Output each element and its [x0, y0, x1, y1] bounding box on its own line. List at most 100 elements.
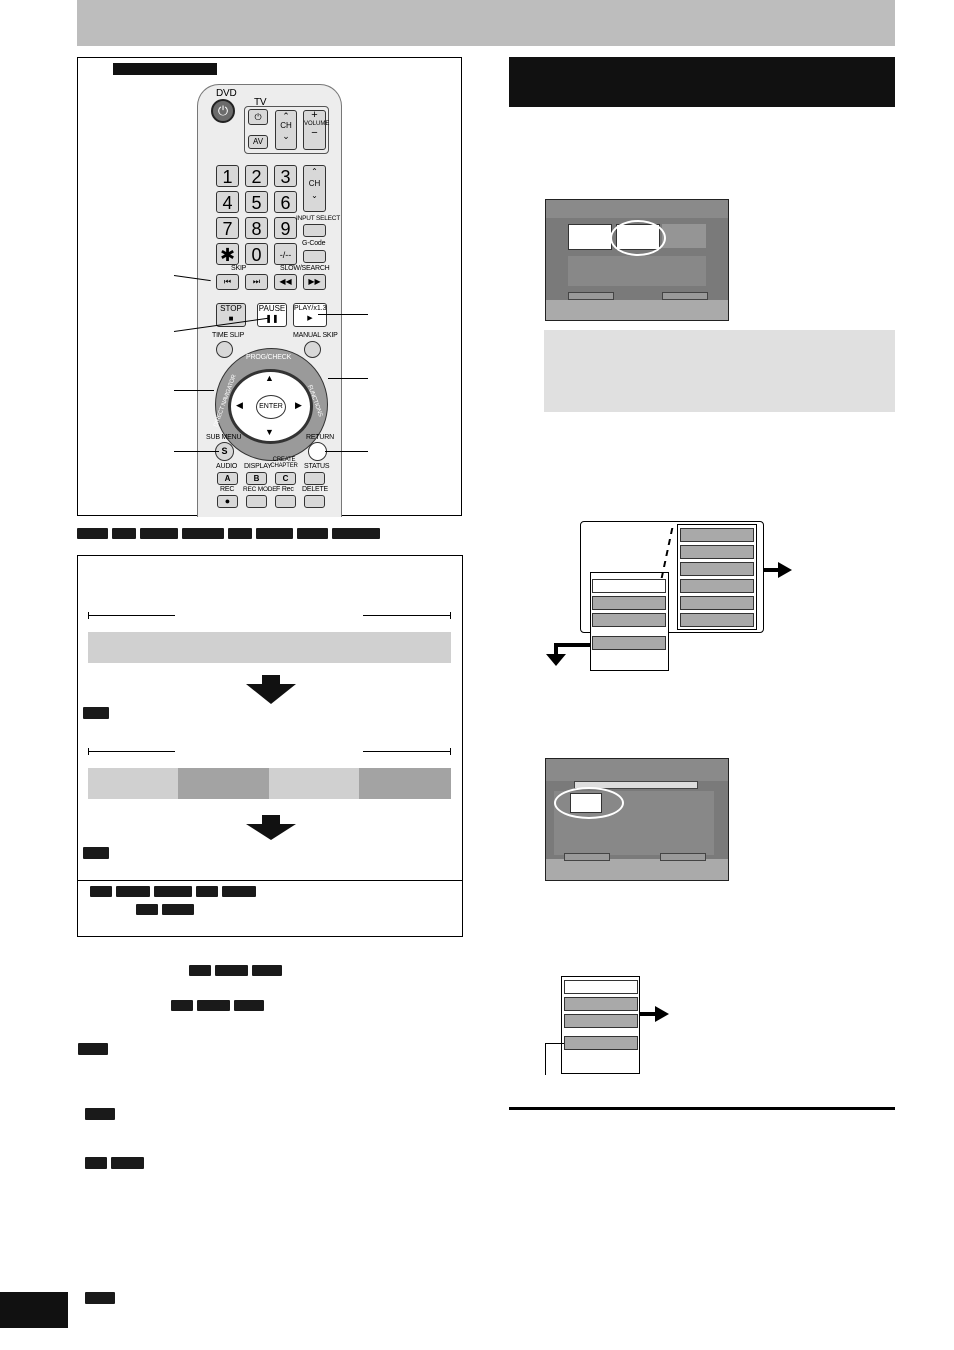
- disc-tag: [228, 528, 252, 539]
- screen-title-strip: [546, 759, 728, 781]
- page-button: [568, 292, 614, 300]
- down-arrow-icon[interactable]: ▼: [265, 427, 274, 437]
- num-7-button[interactable]: 7: [216, 217, 239, 239]
- num-1-button[interactable]: 1: [216, 165, 239, 187]
- sub-menu-label: SUB MENU: [206, 434, 242, 441]
- input-select-button[interactable]: [303, 224, 326, 237]
- disc-tag: [85, 1157, 107, 1169]
- num-8-button[interactable]: 8: [245, 217, 268, 239]
- asterisk-button[interactable]: ✱: [216, 243, 239, 265]
- record-dot-icon: ●: [224, 496, 231, 506]
- skip-back-icon: ⏮: [223, 277, 232, 286]
- tv-power-button[interactable]: ⏻: [248, 109, 268, 125]
- num-label: 5: [251, 193, 262, 213]
- right-arrow-icon: [778, 562, 792, 578]
- disc-tag: [140, 528, 178, 539]
- disc-tag: [252, 965, 282, 976]
- bracket-left: [88, 615, 175, 616]
- disc-tag: [136, 904, 158, 915]
- status-button[interactable]: [304, 472, 325, 485]
- right-arrow-icon: [764, 568, 784, 572]
- dvd-power-button[interactable]: ⏻: [211, 99, 235, 123]
- rec-mode-button[interactable]: [246, 495, 267, 508]
- slow-search-label: SLOW/SEARCH: [280, 265, 330, 272]
- pause-label: PAUSE: [258, 304, 286, 313]
- dash-button[interactable]: -/--: [274, 243, 297, 265]
- note-box: [544, 330, 895, 412]
- left-arrow-icon[interactable]: ◀: [236, 400, 243, 410]
- disc-tag: [154, 886, 192, 897]
- up-arrow-icon[interactable]: ▲: [265, 373, 274, 383]
- edit-option: [680, 545, 754, 559]
- section-rule: [509, 1107, 895, 1110]
- selection-ellipse: [610, 220, 666, 256]
- bracket-tick: [88, 748, 89, 755]
- title-bar: [88, 632, 451, 663]
- search-forward-button[interactable]: ▶▶: [303, 274, 326, 290]
- gcode-button[interactable]: [303, 250, 326, 263]
- num-label: -/--: [279, 250, 292, 260]
- bracket-right: [363, 615, 451, 616]
- stop-icon: ■: [228, 314, 234, 323]
- audio-a-button[interactable]: A: [217, 472, 238, 485]
- play-label: PLAY/x1.3: [294, 305, 327, 312]
- disc-tag: [215, 965, 248, 976]
- num-3-button[interactable]: 3: [274, 165, 297, 187]
- page-number-block: [0, 1292, 68, 1328]
- ch-rocker[interactable]: ⌃ CH ⌄: [303, 165, 326, 212]
- time-slip-button[interactable]: [216, 341, 233, 358]
- disc-tag: [222, 886, 256, 897]
- page-button: [660, 853, 706, 861]
- header-band: [77, 0, 895, 46]
- rec-button[interactable]: ●: [217, 495, 238, 508]
- pause-icon: ❚❚: [265, 314, 279, 323]
- skip-back-button[interactable]: ⏮: [216, 274, 239, 290]
- pause-button[interactable]: PAUSE❚❚: [257, 303, 287, 327]
- num-0-button[interactable]: 0: [245, 243, 268, 265]
- tv-label: TV: [254, 97, 267, 108]
- bracket-tick: [450, 612, 451, 619]
- thumbnail-empty: [662, 224, 706, 248]
- delete-button[interactable]: [304, 495, 325, 508]
- tv-volume-rocker[interactable]: + VOLUME −: [303, 110, 329, 150]
- remote-frame-tag: [113, 63, 217, 75]
- search-back-button[interactable]: ◀◀: [274, 274, 297, 290]
- ch-label: CH: [280, 121, 292, 130]
- num-label: 6: [280, 193, 291, 213]
- tv-channel-rocker[interactable]: ⌃ CH ⌄: [275, 110, 297, 150]
- disc-tag: [182, 528, 224, 539]
- num-label: 2: [251, 167, 262, 187]
- chapter-title-bar: [574, 781, 698, 789]
- num-label: 4: [222, 193, 233, 213]
- num-9-button[interactable]: 9: [274, 217, 297, 239]
- create-chapter-c-button[interactable]: C: [275, 472, 296, 485]
- f-rec-button[interactable]: [275, 495, 296, 508]
- disc-tag: [90, 886, 112, 897]
- diagram-box: [77, 555, 463, 937]
- play-button[interactable]: PLAY/x1.3▶: [293, 303, 327, 327]
- num-4-button[interactable]: 4: [216, 191, 239, 213]
- skip-forward-button[interactable]: ⏭: [245, 274, 268, 290]
- tv-av-button[interactable]: AV: [248, 135, 268, 149]
- screen-title-strip: [546, 200, 728, 218]
- submenu-item-selected: [564, 980, 638, 994]
- num-label: 8: [251, 219, 262, 239]
- manual-skip-button[interactable]: [304, 341, 321, 358]
- disc-tag: [83, 847, 109, 859]
- disc-tag: [234, 1000, 264, 1011]
- bracket-right: [363, 751, 451, 752]
- display-b-button[interactable]: B: [246, 472, 267, 485]
- delete-label: DELETE: [302, 486, 329, 493]
- disc-tag: [197, 1000, 230, 1011]
- chevron-down-icon: ⌄: [311, 191, 318, 200]
- return-label: RETURN: [306, 434, 334, 441]
- enter-button[interactable]: ENTER: [256, 395, 286, 419]
- page-button: [662, 292, 708, 300]
- time-slip-label: TIME SLIP: [212, 332, 245, 339]
- num-5-button[interactable]: 5: [245, 191, 268, 213]
- av-label: AV: [252, 137, 264, 146]
- num-6-button[interactable]: 6: [274, 191, 297, 213]
- num-2-button[interactable]: 2: [245, 165, 268, 187]
- right-arrow-icon[interactable]: ▶: [295, 400, 302, 410]
- audio-label: AUDIO: [216, 463, 238, 470]
